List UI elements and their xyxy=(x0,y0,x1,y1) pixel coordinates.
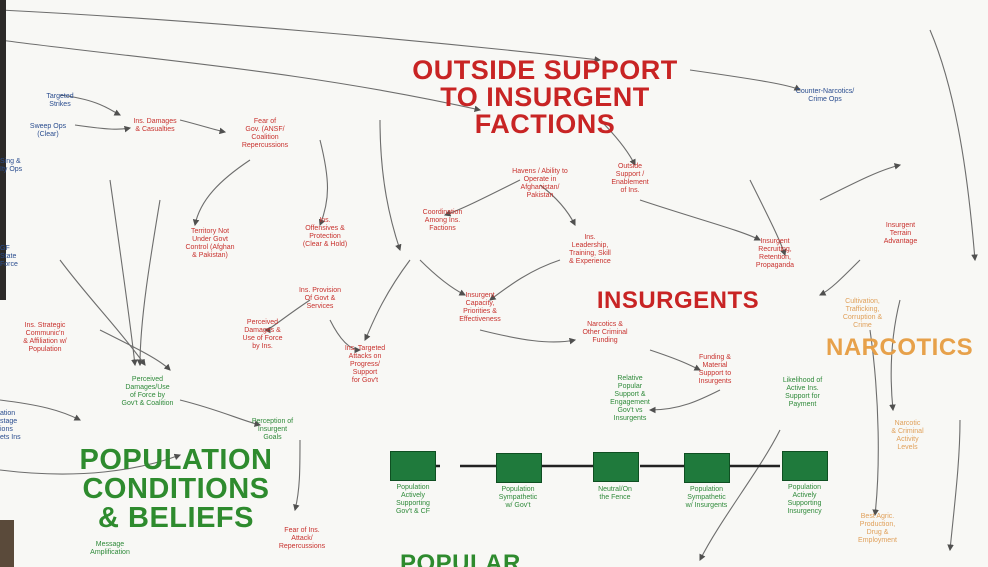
node-left-edge-messaging: ation stage ions ets Ins xyxy=(0,410,21,442)
heading-outside-support: OUTSIDE SUPPORT TO INSURGENT FACTIONS xyxy=(412,55,678,139)
node-best-agri: Best Agric. Production, Drug & Employmen… xyxy=(858,513,897,545)
stock-label-3: Neutral/On the Fence xyxy=(598,486,632,502)
node-coordination: Coordination Among Ins. Factions xyxy=(422,209,463,233)
node-left-edge-ops: Sing & Ity Ops xyxy=(0,158,23,174)
node-sweep-ops: Sweep Ops (Clear) xyxy=(29,123,67,139)
node-outside-support: Outside Support / Enablement of Ins. xyxy=(611,163,649,195)
node-counter-narcotics: Counter-Narcotics/ Crime Ops xyxy=(795,88,855,104)
node-likelihood-active: Likelihood of Active Ins. Support for Pa… xyxy=(782,377,823,409)
heading-population-conditions: POPULATION CONDITIONS & BELIEFS xyxy=(79,444,273,534)
node-left-edge-force: GF State Force xyxy=(0,245,18,269)
node-havens: Havens / Ability to Operate in Afghanist… xyxy=(512,168,568,200)
node-insurgent-terrain: Insurgent Terrain Advantage xyxy=(883,222,918,246)
stock-box-4 xyxy=(684,453,730,483)
node-message-amplification: Message Amplification xyxy=(90,541,130,557)
heading-popular: POPULAR xyxy=(400,550,521,567)
node-perception-insurgent: Perception of Insurgent Goals xyxy=(251,418,294,442)
stock-label-1: Population Actively Supporting Gov't & C… xyxy=(395,484,430,516)
bottom-left-photo-strip xyxy=(0,520,14,567)
node-targeted-strikes: Targeted Strikes xyxy=(46,93,74,109)
node-ins-damages: Ins. Damages & Casualties xyxy=(133,118,177,134)
stock-box-5 xyxy=(782,451,828,481)
node-ins-provision: Ins. Provision Of Govt & Services xyxy=(298,287,342,311)
node-ins-targeted-attacks: Ins. Targeted Attacks on Progress/ Suppo… xyxy=(344,345,386,385)
node-narcotics-funding: Narcotics & Other Criminal Funding xyxy=(582,321,628,345)
node-territory: Territory Not Under Govt Control (Afghan… xyxy=(185,228,235,260)
stock-box-3 xyxy=(593,452,639,482)
node-ins-offensives: Ins. Offensives & Protection (Clear & Ho… xyxy=(302,217,348,249)
node-funding-support: Funding & Material Support to Insurgents xyxy=(698,354,732,386)
node-cultivation: Cultivation, Trafficking, Corruption & C… xyxy=(842,298,883,330)
stock-label-2: Population Sympathetic w/ Gov't xyxy=(498,486,538,510)
node-fear-of-gov: Fear of Gov. (ANSF/ Coalition Repercussi… xyxy=(241,118,289,150)
node-insurgent-capacity: Insurgent Capacity, Priorities & Effecti… xyxy=(459,292,501,324)
node-perceived-damages-ins: Perceived Damages & Use of Force by Ins. xyxy=(242,319,283,351)
node-perceived-damages-gov: Perceived Damages/Use of Force by Gov't … xyxy=(121,376,174,408)
left-edge-photo-strip xyxy=(0,0,6,300)
node-relative-popular-support: Relative Popular Support & Engagement Go… xyxy=(610,375,650,423)
stock-box-1 xyxy=(390,451,436,481)
node-insurgent-recruiting: Insurgent Recruiting, Retention, Propaga… xyxy=(755,238,795,270)
heading-insurgents: INSURGENTS xyxy=(596,287,760,314)
heading-narcotics: NARCOTICS xyxy=(826,334,974,361)
node-ins-leadership: Ins. Leadership, Training, Skill & Exper… xyxy=(569,234,611,266)
node-ins-strategic: Ins. Strategic Communic'n & Affiliation … xyxy=(23,322,67,354)
stock-box-2 xyxy=(496,453,542,483)
node-fear-of-ins: Fear of Ins. Attack/ Repercussions xyxy=(278,527,326,551)
stock-label-5: Population Actively Supporting Insurgenc… xyxy=(787,484,822,516)
node-narcotic-criminal: Narcotic & Criminal Activity Levels xyxy=(891,420,924,452)
stock-label-4: Population Sympathetic w/ Insurgents xyxy=(685,486,728,510)
